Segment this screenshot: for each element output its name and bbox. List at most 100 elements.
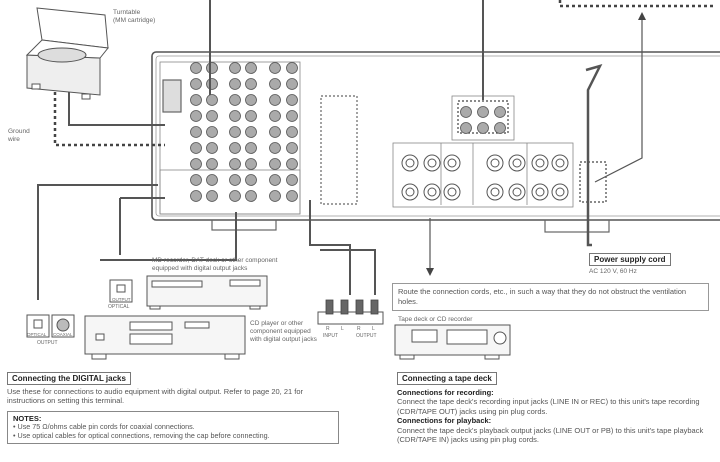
rca-jack xyxy=(245,78,257,90)
input-label: INPUT xyxy=(323,333,338,339)
rca-jack xyxy=(229,62,241,74)
rca-jack xyxy=(286,190,298,202)
digital-notes: NOTES: • Use 75 Ω/ohms cable pin cords f… xyxy=(7,411,339,444)
rca-jack xyxy=(206,78,218,90)
speaker-terminal-inner xyxy=(555,187,565,197)
speaker-terminals xyxy=(392,142,574,208)
rca-jack xyxy=(286,62,298,74)
md-optical-label: OPTICAL xyxy=(108,304,130,310)
tape-deck-label: Tape deck or CD recorder xyxy=(398,316,473,323)
tape-deck-jacks xyxy=(317,311,384,325)
speaker-terminal-inner xyxy=(405,187,415,197)
rca-jack xyxy=(269,78,281,90)
optical-label: OPTICAL xyxy=(27,332,47,337)
rca-jack xyxy=(286,174,298,186)
rca-jack xyxy=(206,110,218,122)
rca-jack xyxy=(229,110,241,122)
output-label: OUTPUT xyxy=(37,340,58,346)
preout-jack xyxy=(477,106,489,118)
turntable-label: Turntable(MM cartridge) xyxy=(113,9,156,24)
ventilation-holes xyxy=(320,95,358,205)
rca-jack xyxy=(229,174,241,186)
speaker-terminal-inner xyxy=(512,187,522,197)
md-output-label: OUTPUT xyxy=(112,297,131,302)
output-l-label: L xyxy=(372,326,375,332)
output-r-label: R xyxy=(357,326,361,332)
rca-jack xyxy=(190,142,202,154)
rca-jack xyxy=(269,110,281,122)
rca-jack xyxy=(269,94,281,106)
rca-jack xyxy=(245,110,257,122)
output2-label: OUTPUT xyxy=(356,333,377,339)
rca-jack xyxy=(206,142,218,154)
preout-jack xyxy=(494,122,506,134)
rca-jack xyxy=(206,62,218,74)
rca-jack xyxy=(190,174,202,186)
power-cord xyxy=(585,64,603,247)
md-recorder-label: MD recorder, DAT deck or other component… xyxy=(152,257,278,272)
speaker-terminal-inner xyxy=(447,187,457,197)
rca-jack xyxy=(269,126,281,138)
rca-jack xyxy=(286,110,298,122)
rca-jack xyxy=(229,158,241,170)
rca-jack xyxy=(206,158,218,170)
rca-jack xyxy=(245,142,257,154)
rca-jack xyxy=(245,190,257,202)
rca-jack xyxy=(190,190,202,202)
preout-jack xyxy=(460,106,472,118)
speaker-terminal-inner xyxy=(405,158,415,168)
digital-cable-1 xyxy=(37,184,158,300)
tape-cable xyxy=(309,200,351,295)
receiver-chassis xyxy=(151,51,720,221)
arrow-down-icon xyxy=(426,268,434,276)
rca-jack xyxy=(206,190,218,202)
rca-jack xyxy=(245,94,257,106)
rca-jack xyxy=(206,94,218,106)
playback-heading: Connections for playback: xyxy=(397,416,492,426)
rca-jack xyxy=(229,142,241,154)
note-item: • Use optical cables for optical connect… xyxy=(13,430,270,440)
preout-jack xyxy=(460,122,472,134)
rca-jack xyxy=(190,158,202,170)
speaker-terminal-inner xyxy=(490,187,500,197)
route-note: Route the connection cords, etc., in suc… xyxy=(392,283,709,311)
rca-jack xyxy=(286,126,298,138)
rca-jack xyxy=(269,142,281,154)
input-l-label: L xyxy=(341,326,344,332)
rca-jack xyxy=(190,78,202,90)
input-r-label: R xyxy=(326,326,330,332)
rca-jack xyxy=(286,142,298,154)
speaker-terminal-inner xyxy=(535,158,545,168)
power-spec: AC 120 V, 60 Hz xyxy=(589,268,637,275)
recording-heading: Connections for recording: xyxy=(397,388,494,397)
arrow-up-icon xyxy=(638,12,646,20)
md-cable xyxy=(100,212,237,261)
preout-jack xyxy=(477,122,489,134)
coaxial-label: COAXIAL xyxy=(53,332,73,337)
rca-jack xyxy=(190,126,202,138)
tape-output-cable xyxy=(320,249,376,295)
rca-jack xyxy=(286,94,298,106)
digital-body: Use these for connections to audio equip… xyxy=(7,387,304,406)
rca-jack xyxy=(190,94,202,106)
rca-jack xyxy=(229,190,241,202)
preout-jack xyxy=(494,106,506,118)
recording-body: Connect the tape deck's recording input … xyxy=(397,397,700,416)
rca-jack xyxy=(229,126,241,138)
playback-body: Connect the tape deck's playback output … xyxy=(397,425,704,444)
speaker-terminal-inner xyxy=(512,158,522,168)
rca-jack xyxy=(269,174,281,186)
speaker-terminal-inner xyxy=(555,158,565,168)
notes-heading: NOTES: xyxy=(13,414,42,423)
digital-cable-2 xyxy=(119,197,165,255)
rca-jack xyxy=(269,190,281,202)
rca-jack xyxy=(269,62,281,74)
note-item: • Use 75 Ω/ohms cable pin cords for coax… xyxy=(13,422,195,432)
turntable-illustration xyxy=(25,7,109,100)
rca-jack xyxy=(245,174,257,186)
rca-jack xyxy=(245,126,257,138)
rca-jack xyxy=(206,174,218,186)
